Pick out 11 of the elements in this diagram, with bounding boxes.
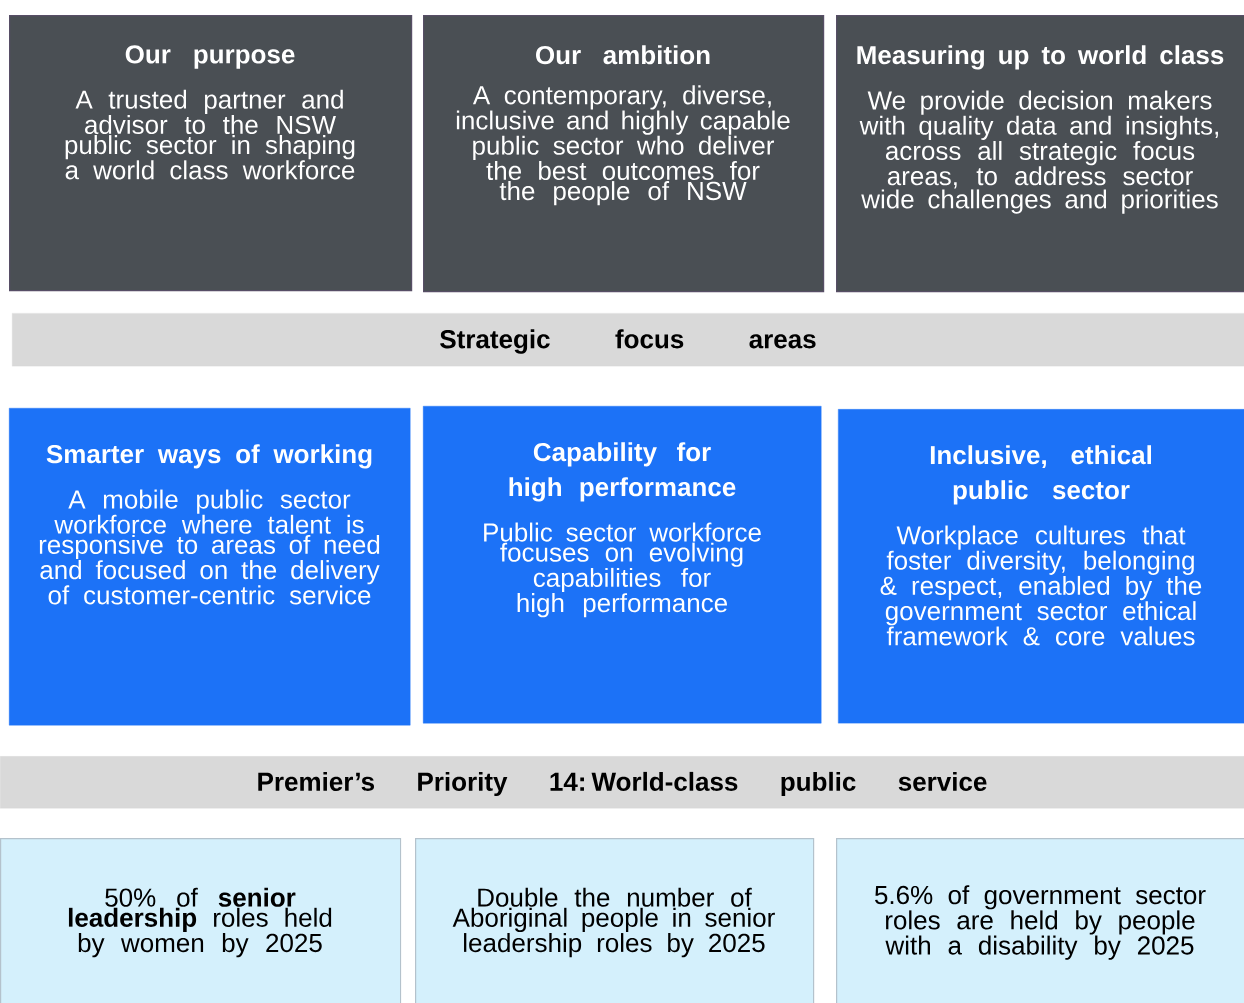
target-panel: 50% of senior leadership roles held by women by 2025 <box>0 838 402 1003</box>
section-band: Premier’s Priority 14: World-class public service <box>0 756 1244 809</box>
focus-panel: Smarter ways of working A mobile public sector workforce where talent is responsive to areas of need and focused on the delivery of customer-centric service <box>9 408 411 726</box>
focus-panel: Capability for high performance Public sector workforce focuses on evolving capabilities for high performance <box>423 406 822 724</box>
target-panel: 5.6% of government sector roles are held by people with a disability by 2025 <box>836 838 1244 1003</box>
dark-panel: Our purpose A trusted partner and advisor to the NSW public sector in shaping a world class workforce <box>9 15 413 292</box>
dark-panel: Measuring up to world class We provide decision makers with quality data and insights, across all strategic focus areas, to address sector wide challenges and priorities <box>836 15 1244 293</box>
target-panel: Double the number of Aboriginal people in senior leadership roles by 2025 <box>415 838 815 1003</box>
section-band: Strategic focus areas <box>12 313 1244 367</box>
focus-panel: Inclusive, ethical public sector Workplace cultures that foster diversity, belonging & respect, enabled by the government sector ethical framework & core values <box>838 409 1244 724</box>
dark-panel: Our ambition A contemporary, diverse, inclusive and highly capable public sector who deliver the best outcomes for the people of NSW <box>423 15 825 293</box>
